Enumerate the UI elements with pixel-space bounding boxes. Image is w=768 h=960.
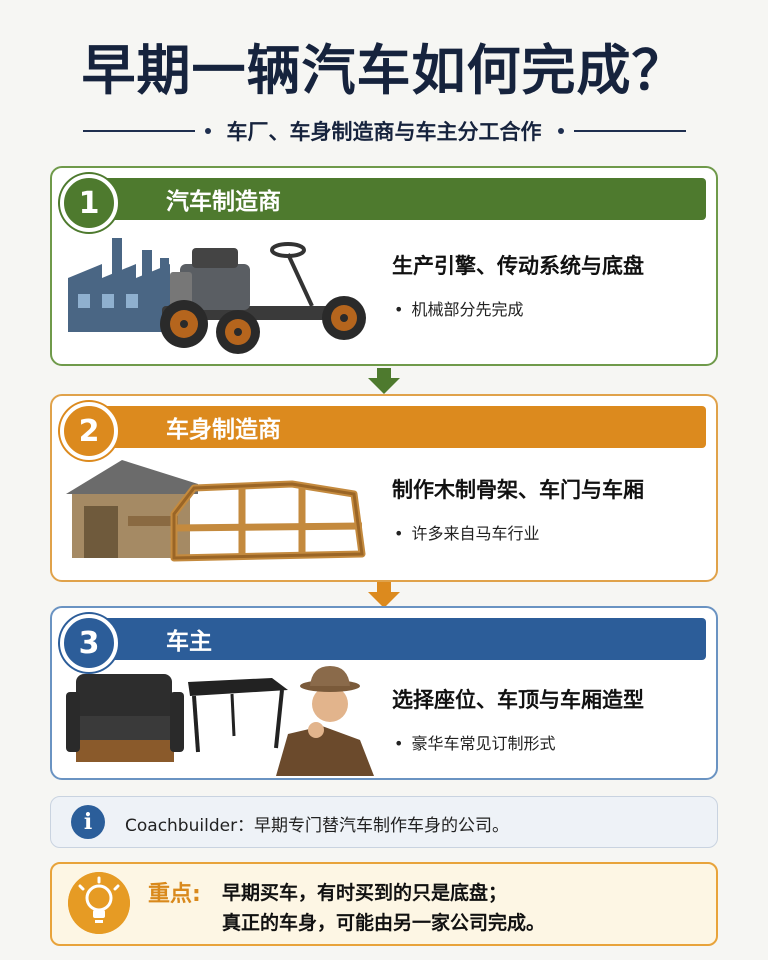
step-label: 车主 [166,629,212,655]
step-heading: 选择座位、车顶与车厢造型 [392,688,644,712]
definition-text: Coachbuilder：早期专门替汽车制作车身的公司。 [125,816,510,836]
step-number: 3 [60,614,118,672]
step-bar: 车主 [90,618,706,660]
divider-left [82,130,195,132]
workshop-frame-illustration [66,460,366,562]
step-card-manufacturer: 汽车制造商 1 生产引擎、传动系统与底盘 机械部分先完成 [50,166,718,366]
divider-right [573,130,686,132]
definition-box: i Coachbuilder：早期专门替汽车制作车身的公司。 [50,796,718,848]
info-icon: i [71,805,105,839]
step-number-text: 1 [60,174,118,232]
step-number: 2 [60,402,118,460]
key-point-line-2: 真正的车身，可能由另一家公司完成。 [222,912,546,934]
page-title: 早期一辆汽车如何完成？ [81,39,687,102]
key-point-label: 重点: [148,882,201,907]
step-heading: 生产引擎、传动系统与底盘 [392,254,644,278]
key-point-line-1: 早期买车，有时买到的只是底盘； [222,882,508,904]
divider-dot [204,128,211,134]
page-subtitle: 车厂、车身制造商与车主分工合作 [226,120,542,144]
subtitle-row: 车厂、车身制造商与车主分工合作 [0,114,768,148]
step-bullet: 豪华车常见订制形式 [394,730,555,754]
step-card-coachbuilder: 车身制造商 2 制作木制骨架、车门与车厢 许多来自马车行业 [50,394,718,582]
arrow-down-icon [368,368,400,394]
arrow-down-icon [368,582,400,608]
seat-roof-owner-illustration [66,666,374,776]
step-bar: 汽车制造商 [90,178,706,220]
key-point-box: 重点: 早期买车，有时买到的只是底盘； 真正的车身，可能由另一家公司完成。 [50,862,718,946]
divider-dot [557,128,564,134]
step-label: 汽车制造商 [166,189,281,215]
step-bullet: 许多来自马车行业 [394,520,539,544]
step-bullet: 机械部分先完成 [394,296,523,320]
step-label: 车身制造商 [166,417,281,443]
step-heading: 制作木制骨架、车门与车厢 [392,478,644,502]
step-bar: 车身制造商 [90,406,706,448]
factory-chassis-illustration [68,238,366,354]
step-card-owner: 车主 3 选择座位、车顶与车厢造型 豪华车常见订制形式 [50,606,718,780]
lightbulb-icon [68,872,130,934]
